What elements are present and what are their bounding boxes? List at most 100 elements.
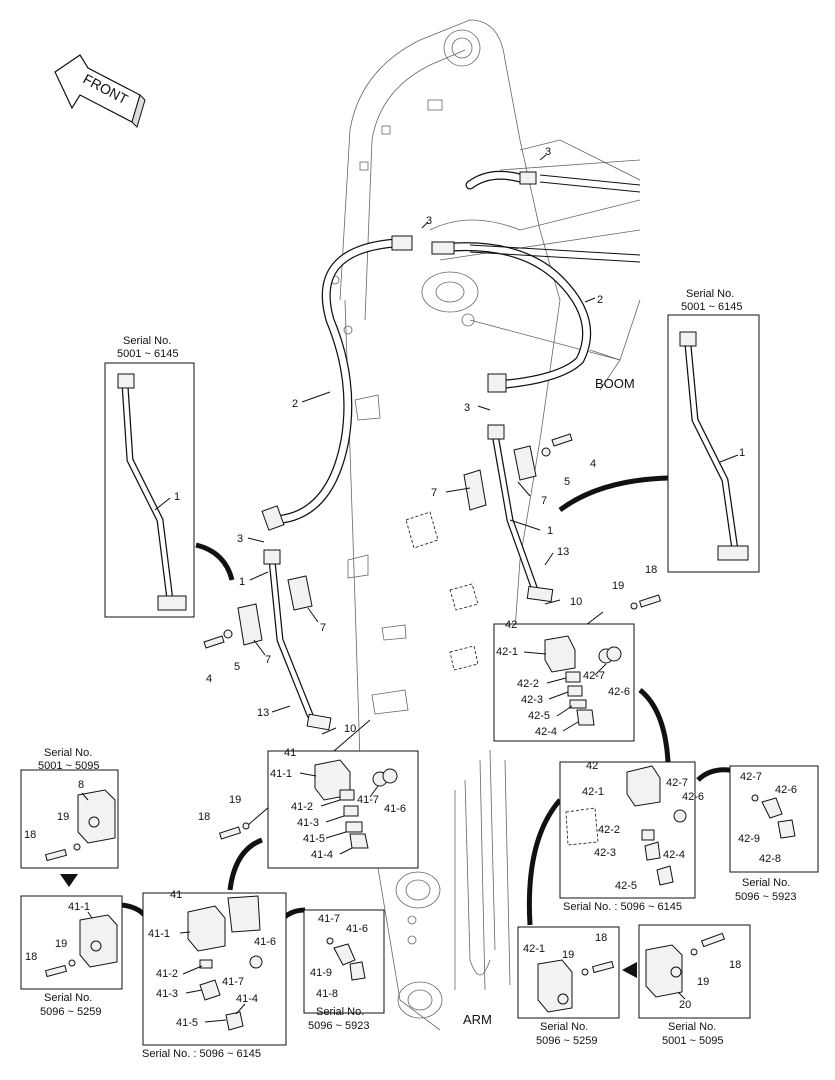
link-arc-41 [227,837,263,891]
block-42-7 [751,794,796,839]
callout-41-4-main: 41-4 [311,849,333,861]
block-41-1-small [44,911,118,978]
callout-19-box-20: 19 [697,976,709,988]
callout-41-7-main: 41-7 [357,794,379,806]
callout-13-left: 13 [257,707,269,719]
callout-42-main: 42 [505,619,517,631]
callout-41-1-small: 41-1 [68,901,90,913]
callout-42-8: 42-8 [759,853,781,865]
left-triangle [622,962,637,978]
serial-box-right [667,314,760,573]
callout-3-right: 3 [464,402,470,414]
callout-18-box-42-1: 18 [595,932,607,944]
callout-4-left: 4 [206,673,212,685]
callout-7-right-a: 7 [431,487,437,499]
callout-3-top: 3 [545,146,551,158]
callout-42-6-large: 42-6 [682,791,704,803]
callout-41-5-large: 41-5 [176,1017,198,1029]
link-arc-42-9 [696,767,731,782]
serial-left-title: Serial No. [123,335,171,347]
callout-7-left-b: 7 [320,622,326,634]
front-direction-arrow: FRONT [54,54,146,128]
serial-d-title: Serial No. [316,1006,364,1018]
callout-42-4-main: 42-4 [535,726,557,738]
dashed-plate-1 [405,511,439,549]
callout-18-box-8: 18 [24,829,36,841]
callout-18-main-right: 18 [645,564,657,576]
arm-structure [330,275,561,1031]
serial-f-title: Serial No. [742,877,790,889]
serial-right-range: 5001 ~ 6145 [681,301,742,313]
callout-42-4-large: 42-4 [663,849,685,861]
callout-41-3-main: 41-3 [297,817,319,829]
callout-42-large: 42 [586,760,598,772]
serial-box-left [104,362,195,618]
callout-2-left: 2 [292,398,298,410]
callout-5-right: 5 [564,476,570,488]
block-42-1-small [537,959,615,1013]
link-arc-42 [638,688,671,763]
callout-42-5-large: 42-5 [615,880,637,892]
callout-41-1-large: 41-1 [148,928,170,940]
callout-41-2-large: 41-2 [156,968,178,980]
link-arc-left [195,542,235,581]
callout-18-box-41-1: 18 [25,951,37,963]
callout-7-right-b: 7 [541,495,547,507]
callout-18-main-left: 18 [198,811,210,823]
dashed-plate-3 [449,645,479,671]
block-41-large [179,895,263,1031]
callout-19-box-41-1: 19 [55,938,67,950]
callout-42-5-main: 42-5 [528,710,550,722]
boom-label: BOOM [595,376,635,391]
callout-42-2-large: 42-2 [598,824,620,836]
boom-structure [339,19,641,391]
callout-42-6-main: 42-6 [608,686,630,698]
callout-41-4-large: 41-4 [236,993,258,1005]
callout-41-3-large: 41-3 [156,988,178,1000]
serial-b-range: 5096 ~ 5259 [40,1006,101,1018]
serial-g-range: 5096 ~ 5259 [536,1035,597,1047]
block-42-large [565,765,687,886]
callout-41-9: 41-9 [310,967,332,979]
link-arc-42-lower [526,798,562,926]
callout-13-right: 13 [557,546,569,558]
link-arc-right [558,475,669,513]
callout-7-left-a: 7 [265,654,271,666]
block-20 [645,932,726,1000]
hose-top [465,170,641,263]
callout-41-6-large: 41-6 [254,936,276,948]
dashed-plate-2 [449,583,479,611]
callout-42-2-main: 42-2 [517,678,539,690]
callout-2-right: 2 [597,294,603,306]
serial-a-range: 5001 ~ 5095 [38,760,99,772]
callout-10-left: 10 [344,723,356,735]
callout-3-mid: 3 [426,215,432,227]
callout-42-3-large: 42-3 [594,847,616,859]
serial-f-range: 5096 ~ 5923 [735,891,796,903]
callout-8: 8 [78,779,84,791]
callout-42-6-detail: 42-6 [775,784,797,796]
block-41-7 [326,937,366,981]
hose-left [261,235,413,531]
callout-19-main-left: 19 [229,794,241,806]
callout-41-6-detail: 41-6 [346,923,368,935]
callout-41-7-large: 41-7 [222,976,244,988]
serial-b-title: Serial No. [44,992,92,1004]
serial-d-range: 5096 ~ 5923 [308,1020,369,1032]
arm-label: ARM [463,1012,492,1027]
callout-10-right: 10 [570,596,582,608]
callout-41-8: 41-8 [316,988,338,1000]
callout-42-3-main: 42-3 [521,694,543,706]
block-42 [523,594,662,732]
serial-left-range: 5001 ~ 6145 [117,348,178,360]
serial-h-title: Serial No. [668,1021,716,1033]
serial-a-title: Serial No. [44,747,92,759]
callout-42-7-detail: 42-7 [740,771,762,783]
serial-c: Serial No. : 5096 ~ 6145 [142,1048,261,1060]
callout-42-1-large: 42-1 [582,786,604,798]
callout-1-box-left: 1 [174,491,180,503]
callout-1-right: 1 [547,525,553,537]
serial-g-title: Serial No. [540,1021,588,1033]
callout-5-left: 5 [234,661,240,673]
